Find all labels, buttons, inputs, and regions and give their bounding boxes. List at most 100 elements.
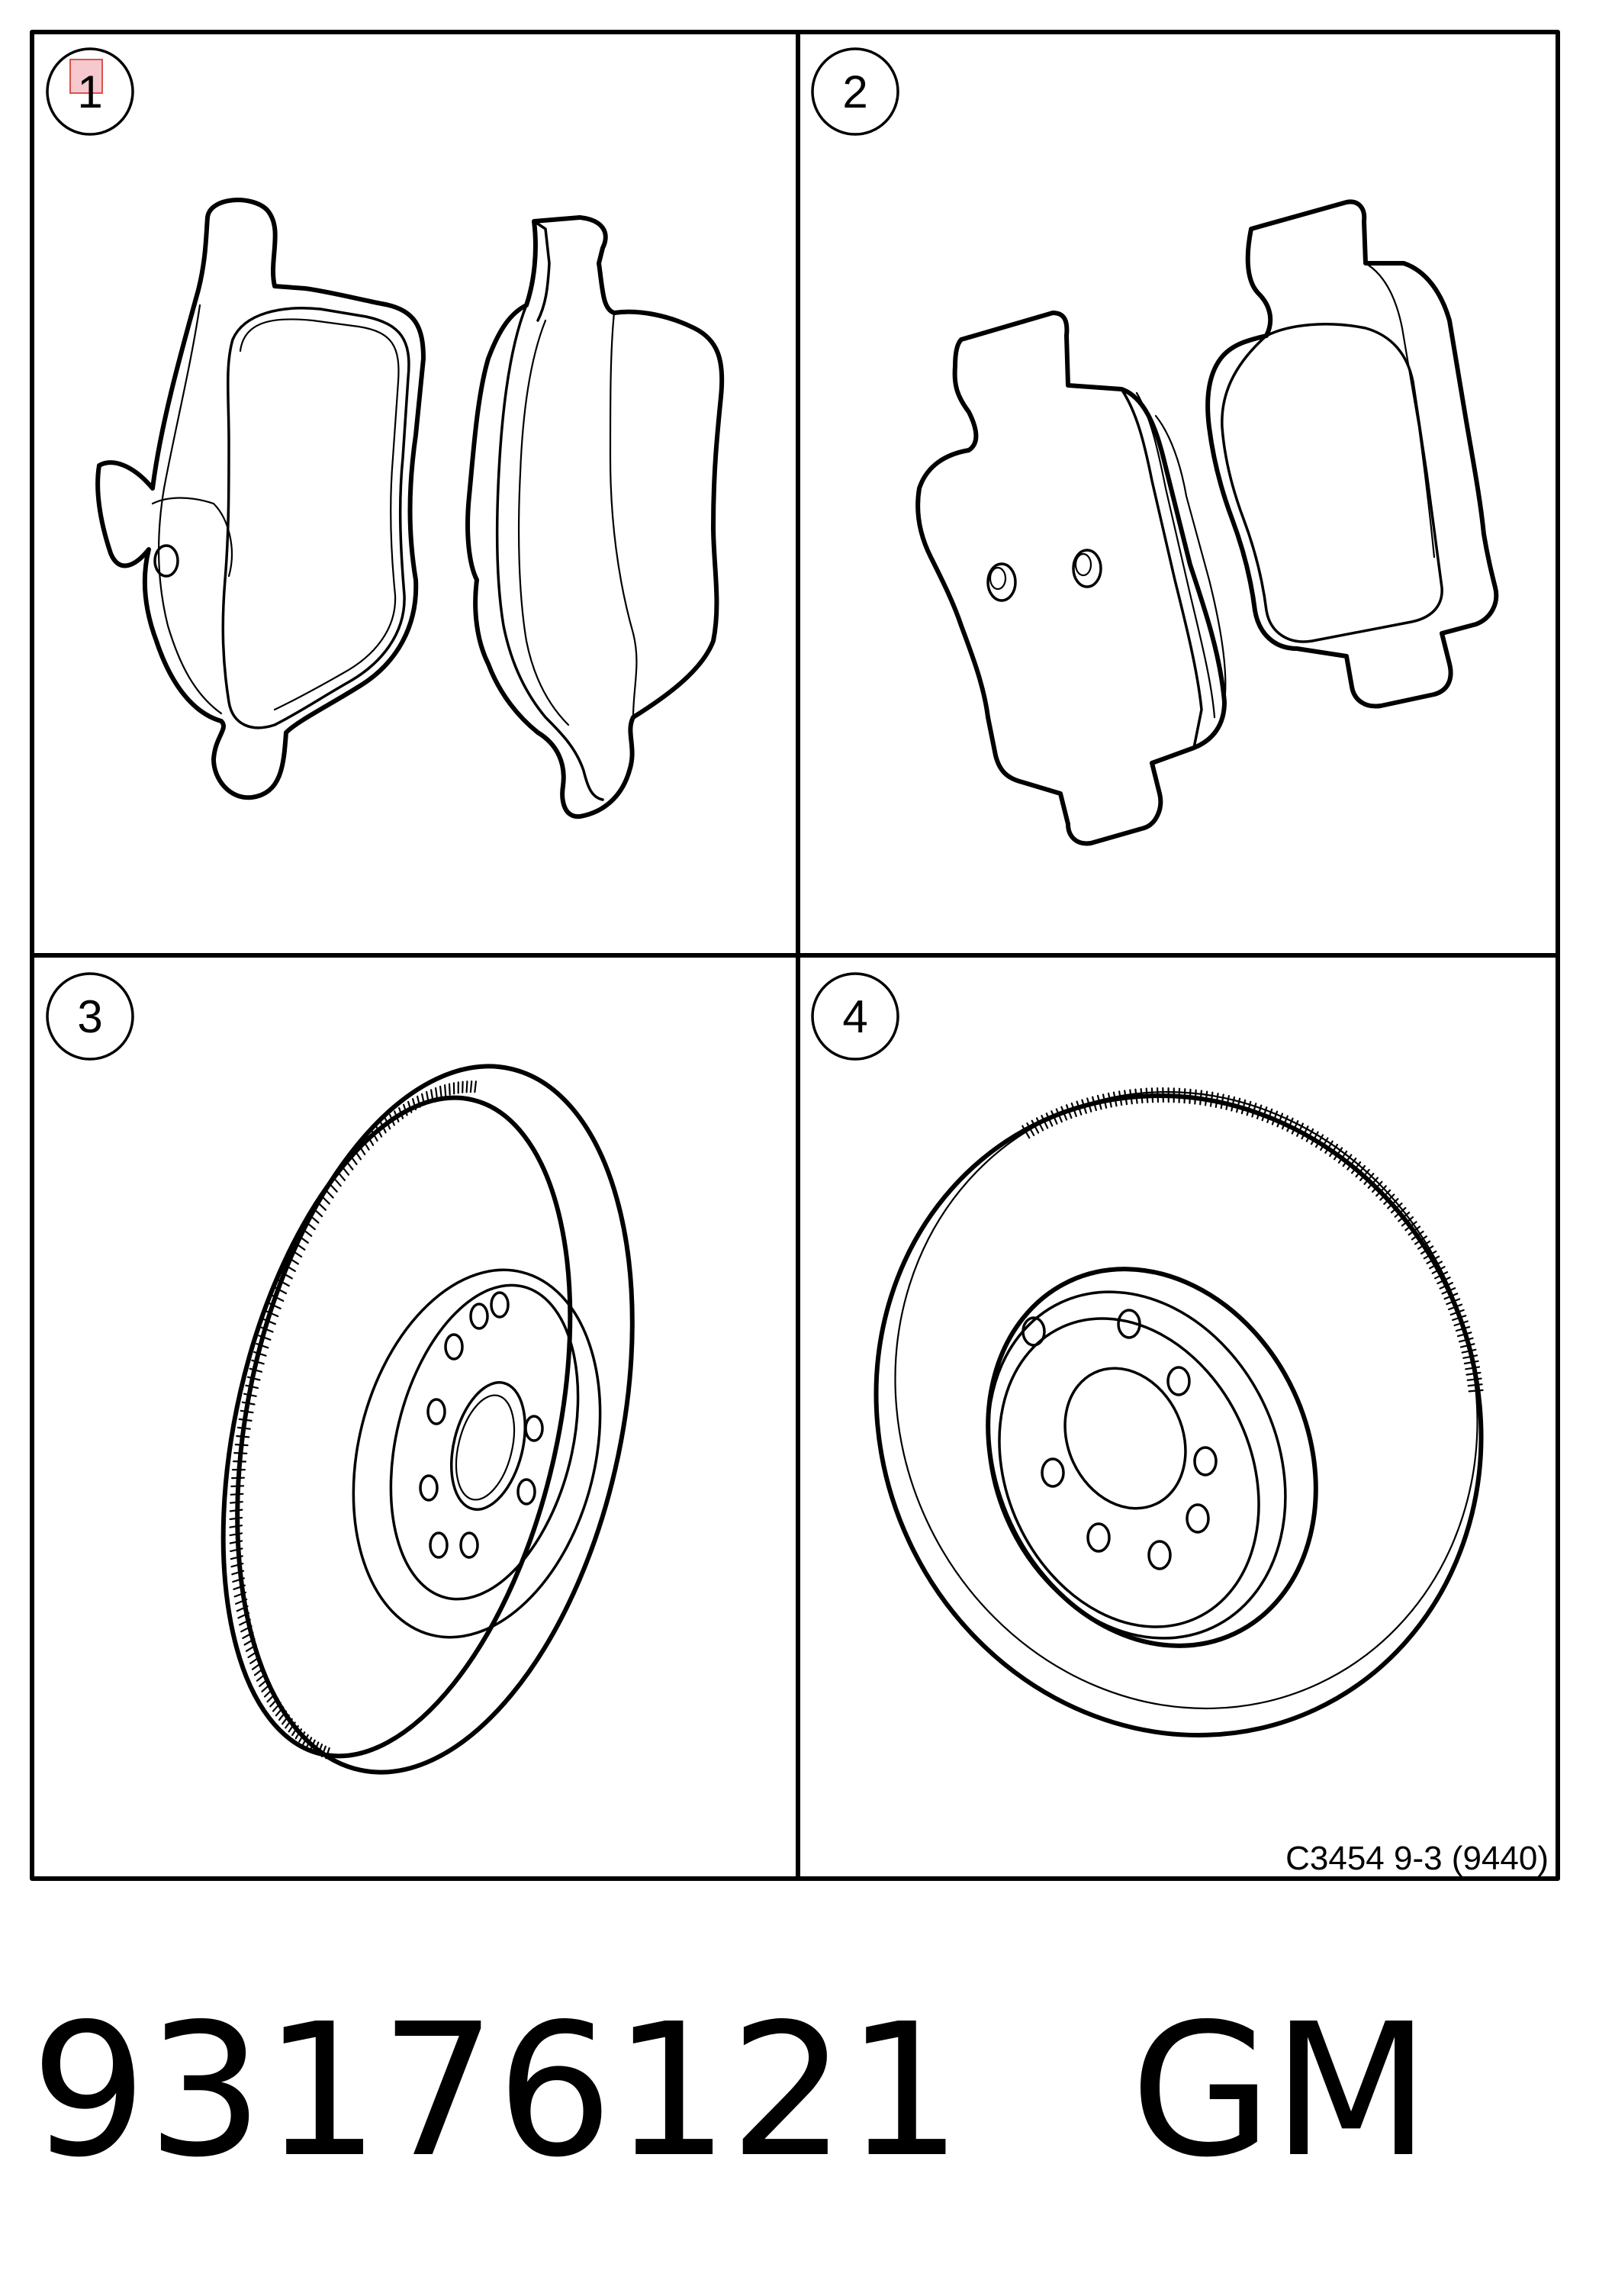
part-brand: GM [1130,1984,1430,2198]
vent-slot-line [1215,1092,1219,1109]
vent-slot-line [384,1117,391,1130]
vent-slot-line [1124,1090,1128,1106]
vent-slot-line [1301,1125,1309,1140]
vent-slot-line [1021,1125,1031,1139]
vent-slot-line [1225,1094,1231,1110]
vent-slot-line [258,1335,272,1341]
vent-slot-line [253,1351,267,1357]
vent-slot-line [1086,1097,1092,1113]
vent-slot-line [1050,1110,1058,1125]
vent-slot-line [1129,1089,1133,1105]
vent-slot-line [1091,1096,1098,1112]
vent-slot-line [1337,1150,1348,1164]
vent-slot-line [233,1584,246,1590]
vent-slot-line [229,1532,243,1537]
panel-number-1: 1 [77,66,102,118]
vent-slot-line [1363,1173,1375,1185]
vent-slot-line [1314,1134,1324,1148]
vent-slot-line [1408,1225,1421,1236]
vent-slot-line [229,1540,243,1544]
vent-slot-line [245,1384,259,1390]
vent-slot-line [243,1637,256,1646]
vent-slot-line [332,1176,342,1187]
vent-slot-line [1467,1383,1483,1387]
vent-slot-line [1342,1154,1353,1167]
vent-slot-line [301,1228,313,1237]
front-brake-pads-drawing [95,198,725,820]
vent-slot-line [229,1509,243,1512]
panel-number-2: 2 [842,66,867,118]
rear-brake-pads-drawing [915,199,1499,846]
vent-slot-line [366,1134,375,1146]
vent-slot-line [1286,1117,1294,1132]
vent-slot-line [316,1200,327,1211]
vent-slot-line [320,1194,330,1205]
vent-slot-line [1183,1088,1186,1104]
vent-slot-line [1426,1255,1440,1264]
vent-slot-line [239,1618,251,1626]
vent-slot-line [1458,1337,1474,1343]
vent-slot-line [1462,1354,1478,1359]
vent-slot-line [238,1418,253,1422]
vent-slot-line [1379,1189,1391,1201]
vent-slot-line [302,1734,309,1746]
vent-slot-line [1256,1104,1263,1119]
vent-slot-line [305,1737,313,1749]
vent-slot-line [294,1241,306,1251]
vent-slot-line [425,1090,430,1104]
vent-slot-line [312,1207,323,1218]
vent-slot-line [1240,1099,1247,1115]
vent-slot-line [240,1625,253,1633]
vent-slot-line [229,1525,243,1528]
vent-slot-line [249,1367,263,1373]
vent-slot-line [281,1271,293,1280]
vent-slot-line [287,1256,299,1265]
vent-slot-line [232,1577,245,1583]
vent-slot-line [233,1591,247,1598]
vent-slot-line [1035,1117,1044,1132]
vent-slot-line [1081,1099,1087,1114]
vent-slot-line [256,1342,269,1349]
vent-slot-line [230,1563,244,1568]
vent-slot-line [1296,1122,1305,1137]
vent-slot-line [1437,1276,1451,1285]
vent-slot-line [230,1493,244,1496]
vent-slot-line [251,1359,265,1365]
vent-slot-line [284,1264,296,1272]
panel-badge-1: 1 [46,47,134,136]
panel-badge-4: 4 [811,972,899,1061]
vent-slot-line [1459,1343,1475,1348]
vent-slot-line [245,1644,257,1652]
vent-slot-line [393,1110,400,1123]
vent-slot-line [320,1745,327,1757]
vent-slot-line [1452,1315,1467,1322]
vent-slot-line [443,1084,447,1097]
vent-slot-line [265,1310,279,1318]
vent-slot-line [1465,1366,1481,1370]
vent-slot-line [430,1089,434,1102]
vent-slot-line [274,1286,288,1295]
vent-slot-line [1411,1230,1424,1241]
vent-slot-line [294,1728,303,1740]
vent-slot-line [1463,1360,1479,1365]
vent-slot-line [474,1080,478,1093]
vent-slot-line [1346,1158,1357,1171]
vent-slot-line [230,1555,243,1560]
vent-slot-line [282,1714,290,1725]
vent-slot-line [242,1631,254,1639]
vent-slot-line [349,1154,358,1165]
vent-slot-line [1465,1371,1482,1376]
vent-slot-line [1140,1087,1144,1104]
vent-slot-line [1291,1119,1299,1135]
vent-slot-line [1150,1087,1154,1103]
vent-slot-line [1371,1180,1383,1193]
vent-slot-line [1429,1261,1443,1270]
vent-slot-line [1453,1320,1469,1327]
vent-slot-line [247,1650,259,1659]
vent-slot-line [1118,1090,1123,1106]
vent-slot-line [439,1085,442,1099]
vent-slot-line [1390,1202,1403,1214]
figure-code: C3454 9-3 (9440) [1285,1840,1549,1877]
vent-slot-line [1401,1216,1414,1227]
vent-slot-line [308,1214,320,1224]
